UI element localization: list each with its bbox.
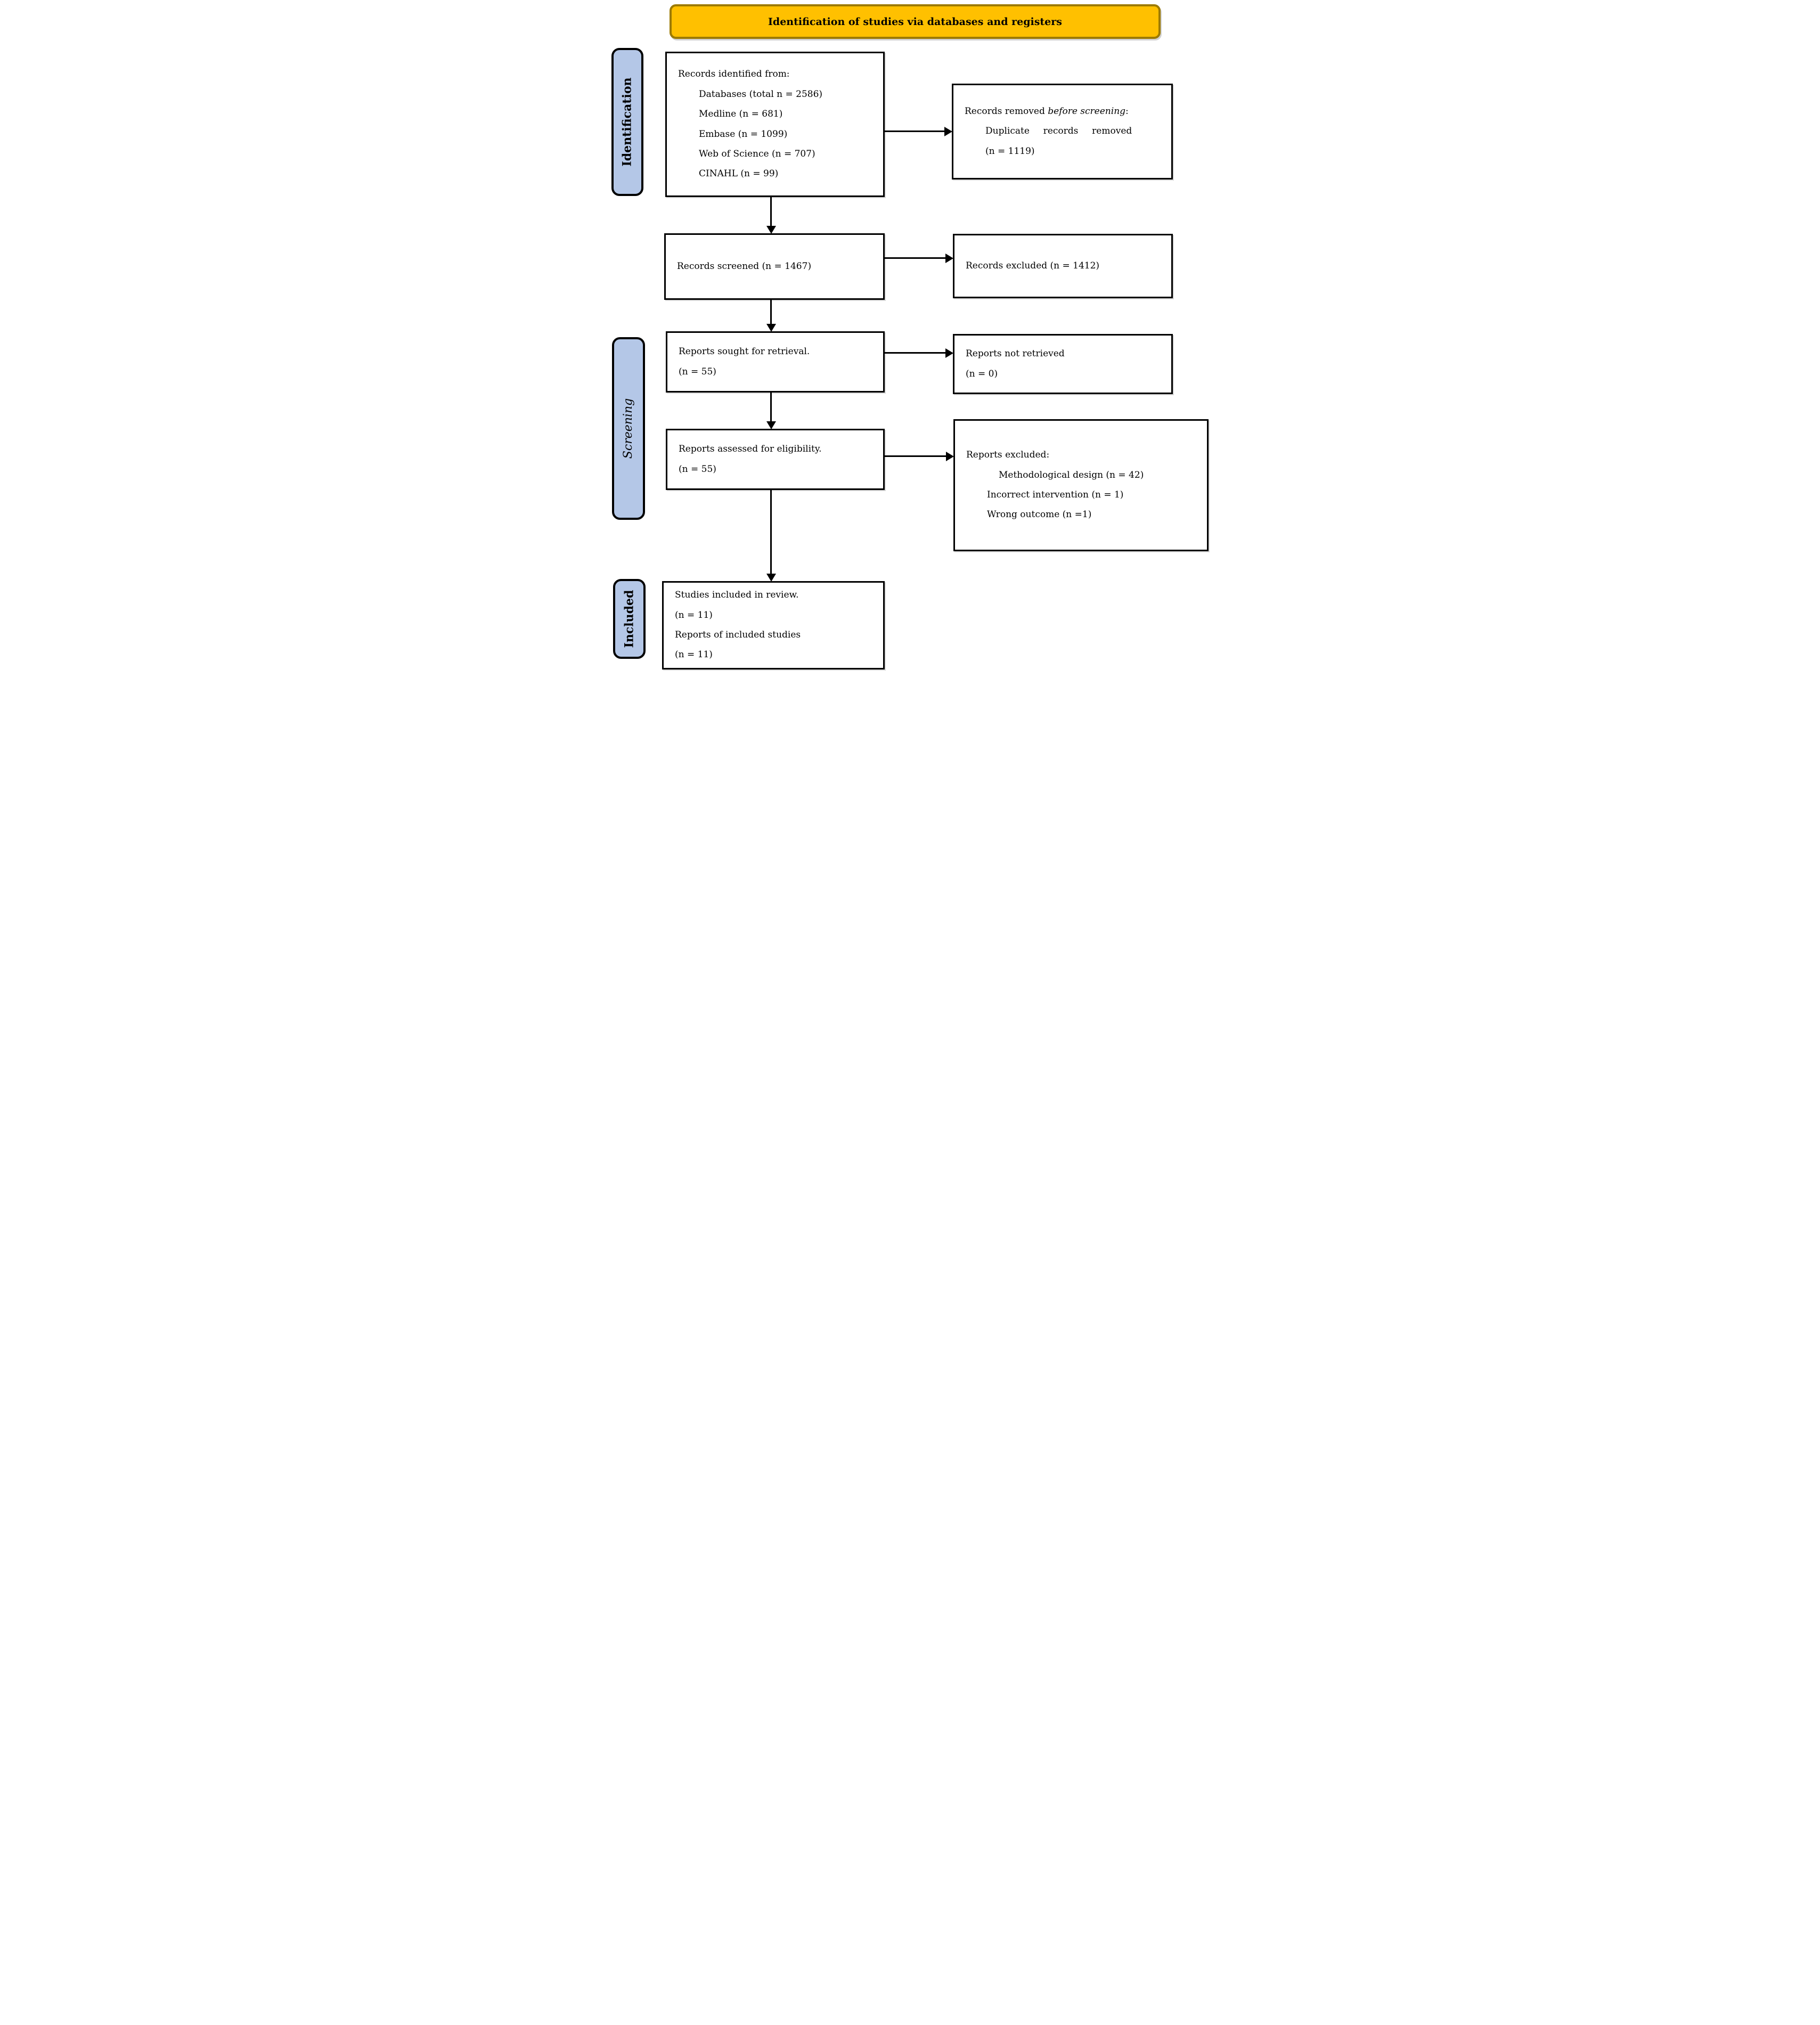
text-segment: (n = 11) (675, 609, 713, 620)
text-segment: Records removed (965, 105, 1048, 117)
box-reports-sought: Reports sought for retrieval. (n = 55) (666, 331, 885, 393)
sidebar-included: Included (613, 579, 646, 659)
box-studies-included: Studies included in review. (n = 11) Repor… (662, 581, 885, 669)
text-segment: Medline (n = 681) (699, 109, 783, 120)
text-line: Reports not retrieved (966, 344, 1166, 364)
box-reports-assessed: Reports assessed for eligibility. (n = 55… (666, 429, 885, 490)
text-line: Databases (total n = 2586) (678, 85, 878, 104)
box-records-removed-before-screening: Records removed before screening: Duplica… (952, 84, 1173, 179)
box-records-screened: Records screened (n = 1467) (664, 233, 885, 300)
text-line: Medline (n = 681) (678, 104, 878, 124)
text-segment: (n = 55) (679, 463, 716, 475)
text-segment: (n = 0) (966, 368, 998, 379)
text-segment: : (1125, 105, 1129, 117)
text-segment: Methodological design (n = 42) (999, 469, 1144, 480)
box-records-excluded: Records excluded (n = 1412) (953, 234, 1173, 298)
text-segment: CINAHL (n = 99) (699, 168, 779, 179)
text-line: (n = 55) (679, 362, 878, 382)
text-line: Web of Science (n = 707) (678, 144, 878, 164)
arrow-screened-to-sought (770, 300, 772, 324)
text-segment: Databases (total n = 2586) (699, 88, 823, 100)
arrow-assessed-to-included (770, 490, 772, 574)
text-segment: Wrong outcome (n =1) (987, 509, 1092, 520)
text-segment: Duplicate records removed (985, 126, 1132, 137)
text-line: Studies included in review. (675, 585, 878, 605)
text-line: Reports excluded: (966, 445, 1202, 465)
text-line: Methodological design (n = 42) (966, 466, 1202, 485)
sidebar-included-label: Included (622, 590, 636, 648)
text-segment: Records screened (n = 1467) (677, 260, 812, 272)
text-segment: Records identified from: (678, 69, 790, 80)
text-line: CINAHL (n = 99) (678, 164, 878, 184)
text-segment: Reports not retrieved (966, 348, 1065, 360)
title-banner: Identification of studies via databases … (670, 4, 1161, 39)
sidebar-screening-label: Screening (622, 398, 635, 459)
text-segment: Reports of included studies (675, 630, 801, 640)
text-segment-italic: before screening (1048, 105, 1126, 117)
text-line: Embase (n = 1099) (678, 125, 878, 144)
box-records-identified: Records identified from: Databases (total… (665, 52, 885, 197)
text-line: Records identified from: (678, 64, 878, 84)
text-line: Reports of included studies (675, 625, 878, 645)
text-line: Reports sought for retrieval. (679, 342, 878, 362)
arrow-assessed-to-reports-excluded (885, 455, 946, 457)
arrow-sought-to-assessed (770, 393, 772, 422)
text-segment: Reports sought for retrieval. (679, 346, 810, 357)
text-line: (n = 55) (679, 460, 878, 479)
text-segment: Studies included in review. (675, 590, 799, 601)
box-reports-excluded: Reports excluded: Methodological design (… (953, 419, 1209, 551)
text-line: Wrong outcome (n =1) (966, 505, 1202, 525)
text-line: Incorrect intervention (n = 1) (966, 485, 1202, 505)
text-segment: (n = 1119) (985, 145, 1035, 157)
sidebar-identification: Identification (611, 48, 643, 196)
text-line: (n = 1119) (965, 142, 1166, 161)
text-segment: Incorrect intervention (n = 1) (987, 489, 1124, 500)
text-line: (n = 11) (675, 606, 878, 625)
text-segment: (n = 55) (679, 366, 716, 377)
text-line: (n = 11) (675, 645, 878, 665)
arrow-identified-to-screened (770, 197, 772, 226)
text-segment: Embase (n = 1099) (699, 128, 788, 140)
text-line: Reports assessed for eligibility. (679, 439, 878, 459)
sidebar-screening: Screening (612, 337, 645, 520)
text-line: Records screened (n = 1467) (677, 257, 878, 276)
text-segment: Reports assessed for eligibility. (679, 444, 822, 455)
text-line: (n = 0) (966, 364, 1166, 384)
arrow-sought-to-not-retrieved (885, 352, 946, 354)
box-reports-not-retrieved: Reports not retrieved (n = 0) (953, 334, 1173, 394)
text-segment: Web of Science (n = 707) (699, 148, 815, 159)
text-segment: Records excluded (n = 1412) (966, 260, 1100, 271)
text-segment: (n = 11) (675, 649, 713, 660)
text-segment: Reports excluded: (966, 450, 1050, 461)
title-banner-label: Identification of studies via databases … (768, 15, 1062, 28)
text-line: Records removed before screening: (965, 102, 1166, 121)
sidebar-identification-label: Identification (621, 77, 634, 167)
arrow-screened-to-excluded (885, 257, 946, 259)
arrow-identified-to-removed (885, 130, 945, 132)
text-line: Records excluded (n = 1412) (966, 256, 1166, 276)
prisma-flow-diagram: Identification of studies via databases … (607, 0, 1213, 675)
text-line: Duplicate records removed (965, 121, 1166, 141)
